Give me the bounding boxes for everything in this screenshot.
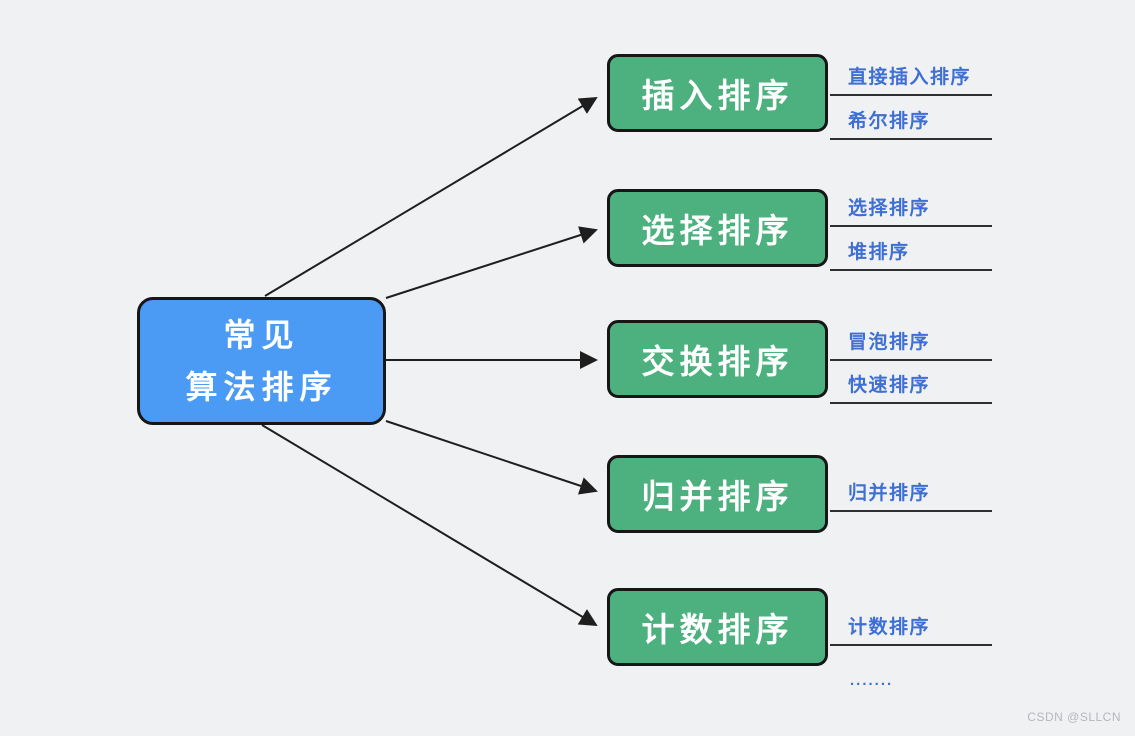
branch-node-label: 插入排序 — [641, 77, 794, 114]
branch-node-insertion: 插入排序 — [607, 54, 828, 132]
leaf-selection-sort: 选择排序 — [830, 193, 992, 227]
leaf-bubble-sort: 冒泡排序 — [830, 327, 992, 361]
leaf-direct-insertion-sort: 直接插入排序 — [830, 62, 992, 96]
watermark-label: CSDN @SLLCN — [1027, 710, 1121, 724]
branch-node-label: 计数排序 — [641, 611, 794, 648]
root-node: 常见 算法排序 — [137, 297, 386, 425]
branch-node-counting: 计数排序 — [607, 588, 828, 666]
branch-node-label: 归并排序 — [641, 478, 794, 515]
leaf-label: 希尔排序 — [848, 111, 931, 132]
leaf-counting-sort: 计数排序 — [830, 612, 992, 646]
more-items-ellipsis: ....... — [850, 672, 894, 689]
leaf-label: 选择排序 — [848, 198, 931, 219]
edge-root-to-insertion — [264, 96, 598, 297]
branch-node-exchange: 交换排序 — [607, 320, 828, 398]
edge-root-to-merge — [385, 420, 598, 495]
edge-root-to-selection — [385, 226, 598, 299]
branch-node-label: 选择排序 — [641, 212, 794, 249]
leaf-heap-sort: 堆排序 — [830, 237, 992, 271]
leaf-label: 直接插入排序 — [848, 67, 972, 88]
leaf-label: 计数排序 — [848, 617, 931, 638]
root-node-label-line1: 常见 — [223, 317, 300, 353]
root-node-label-line2: 算法排序 — [185, 369, 338, 405]
branch-node-merge: 归并排序 — [607, 455, 828, 533]
leaf-label: 归并排序 — [848, 483, 931, 504]
leaf-label: 堆排序 — [848, 242, 910, 263]
leaf-merge-sort: 归并排序 — [830, 478, 992, 512]
leaf-label: 冒泡排序 — [848, 332, 931, 353]
leaf-label: 快速排序 — [848, 375, 931, 396]
branch-node-label: 交换排序 — [641, 343, 794, 380]
leaf-shell-sort: 希尔排序 — [830, 106, 992, 140]
leaf-quick-sort: 快速排序 — [830, 370, 992, 404]
edge-root-to-counting — [261, 424, 598, 627]
branch-node-selection: 选择排序 — [607, 189, 828, 267]
